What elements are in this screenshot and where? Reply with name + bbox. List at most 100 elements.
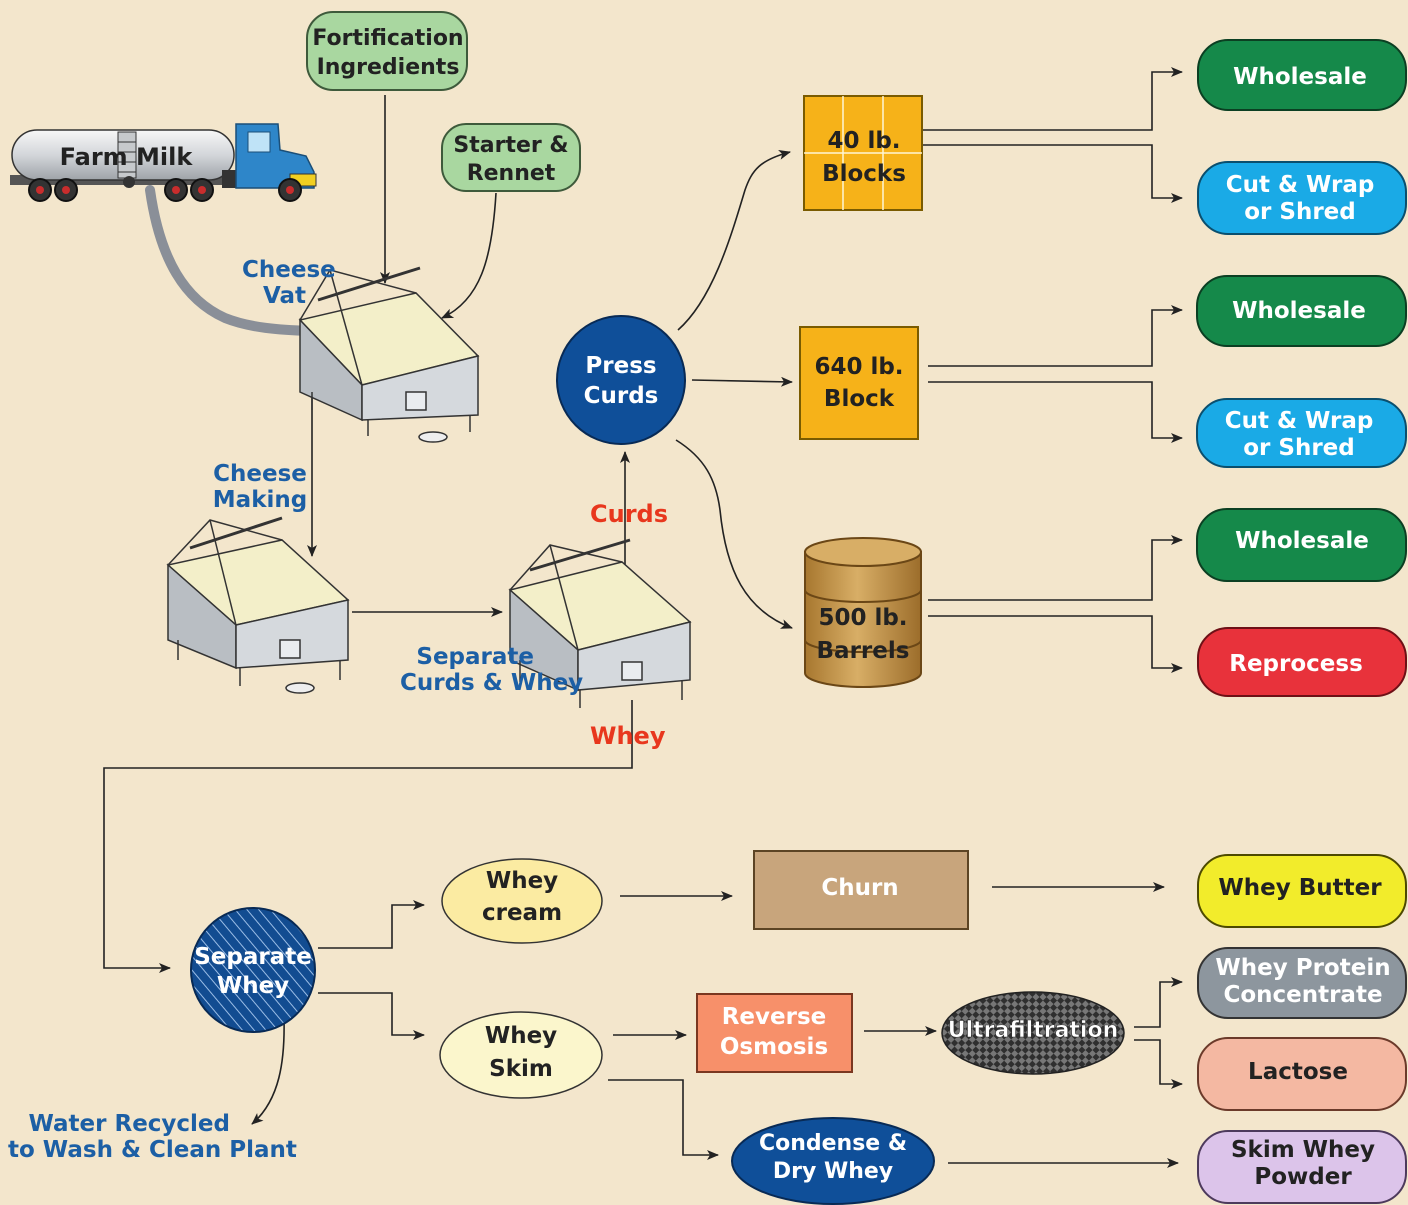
cut-wrap-1-line-1: Cut & Wrap <box>1226 172 1375 198</box>
water-recycled-label: Water Recycled to Wash & Clean Plant <box>8 1111 297 1164</box>
whey-skim-line-2: Skim <box>489 1056 553 1082</box>
cheese-vat-label-line-1: Cheese <box>242 257 336 283</box>
wholesale-2-node: Wholesale <box>1196 275 1407 347</box>
wpc-line-1: Whey Protein <box>1215 955 1390 981</box>
condense-line-1: Condense & <box>759 1131 907 1156</box>
curds-label: Curds <box>590 500 668 528</box>
cheese-making-vat-illustration <box>166 516 350 694</box>
whey-cream-line-1: Whey <box>486 868 558 894</box>
arrow-press-to-40lb <box>677 150 791 331</box>
reprocess-node: Reprocess <box>1197 627 1407 697</box>
arrow-whey-loop <box>103 700 633 973</box>
water-recycled-line-1: Water Recycled <box>28 1111 230 1137</box>
cut-wrap-2-node: Cut & Wrap or Shred <box>1196 398 1407 468</box>
cut-wrap-2-line-1: Cut & Wrap <box>1225 408 1374 434</box>
cheese-making-label: Cheese Making <box>210 461 310 514</box>
condense-dry-node: Condense & Dry Whey <box>731 1117 935 1205</box>
fortification-ingredients-box: Fortification Ingredients <box>306 11 468 91</box>
wholesale-2-label: Wholesale <box>1232 298 1366 324</box>
separate-curds-vat-illustration <box>508 538 692 708</box>
cheese-vat-label: Cheese Vat <box>242 257 336 310</box>
reverse-osmosis-node: Reverse Osmosis <box>696 993 853 1073</box>
hose <box>145 185 315 336</box>
wholesale-3-node: Wholesale <box>1196 508 1407 582</box>
whey-label: Whey <box>590 722 666 750</box>
cheese-vat-illustration <box>298 266 480 443</box>
separate-curds-line-2: Curds & Whey <box>400 670 584 697</box>
starter-rennet-box: Starter & Rennet <box>441 123 581 192</box>
ultrafiltration-label: Ultrafiltration <box>948 1018 1119 1043</box>
block-640lb-node: 640 lb. Block <box>799 326 919 440</box>
lactose-node: Lactose <box>1197 1037 1407 1111</box>
blocks-40lb-node: 40 lb. Blocks <box>803 95 923 211</box>
wpc-node: Whey Protein Concentrate <box>1197 947 1407 1019</box>
whey-skim-node: Whey Skim <box>439 1011 603 1099</box>
whey-butter-label: Whey Butter <box>1218 875 1382 901</box>
separate-curds-line-1: Separate <box>416 644 534 670</box>
fortification-line-1: Fortification <box>312 26 463 51</box>
barrels-500lb-node: 500 lb. Barrels <box>804 537 922 688</box>
whey-butter-node: Whey Butter <box>1197 854 1407 928</box>
press-curds-line-1: Press <box>585 353 656 379</box>
wholesale-1-node: Wholesale <box>1197 39 1407 111</box>
fortification-line-2: Ingredients <box>317 55 460 80</box>
starter-line-1: Starter & <box>453 133 568 158</box>
reprocess-label: Reprocess <box>1229 651 1363 677</box>
press-curds-line-2: Curds <box>584 383 659 409</box>
wpc-line-2: Concentrate <box>1223 982 1382 1008</box>
connectors <box>103 67 1183 1168</box>
arrow-uf-to-wpc <box>1134 977 1183 1028</box>
press-curds-node: Press Curds <box>556 315 686 445</box>
block640-line-2: Block <box>824 386 895 412</box>
skim-whey-powder-line-1: Skim Whey <box>1231 1137 1375 1163</box>
cut-wrap-1-line-2: or Shred <box>1244 199 1356 225</box>
wholesale-1-label: Wholesale <box>1233 64 1367 90</box>
arrow-640lb-wholesale <box>928 305 1183 367</box>
cut-wrap-1-node: Cut & Wrap or Shred <box>1197 161 1407 235</box>
block640-line-1: 640 lb. <box>814 354 903 380</box>
separate-whey-node: Separate Whey <box>190 907 316 1033</box>
separate-whey-line-1: Separate <box>194 944 312 970</box>
arrow-640lb-cutwrap <box>928 381 1183 443</box>
cheese-making-label-line-1: Cheese <box>213 461 307 487</box>
arrow-press-to-640lb <box>691 376 793 387</box>
churn-label: Churn <box>821 875 898 901</box>
truck-label: Farm Milk <box>60 143 194 171</box>
ro-line-1: Reverse <box>722 1004 827 1030</box>
barrels-line-2: Barrels <box>817 638 910 664</box>
arrow-press-to-500lb <box>675 439 793 629</box>
arrow-500lb-reprocess <box>928 615 1183 673</box>
skim-whey-powder-line-2: Powder <box>1254 1164 1352 1190</box>
cut-wrap-2-line-2: or Shred <box>1243 435 1355 461</box>
water-recycled-line-2: to Wash & Clean Plant <box>8 1137 297 1164</box>
arrow-starter-to-vat <box>441 192 497 319</box>
barrels-line-1: 500 lb. <box>818 605 907 631</box>
blocks40-line-1: 40 lb. <box>827 128 900 154</box>
cheese-vat-label-line-2: Vat <box>262 283 306 310</box>
whey-skim-line-1: Whey <box>485 1023 557 1049</box>
arrow-40lb-wholesale <box>922 67 1183 131</box>
arrow-sepwhey-to-water <box>251 1017 285 1125</box>
blocks40-line-2: Blocks <box>822 161 906 187</box>
arrow-sepwhey-to-skim <box>318 992 425 1040</box>
arrow-500lb-wholesale <box>928 535 1183 601</box>
condense-line-2: Dry Whey <box>773 1159 893 1184</box>
ultrafiltration-node: Ultrafiltration <box>941 991 1125 1075</box>
arrow-40lb-cutwrap <box>922 144 1183 203</box>
whey-cream-node: Whey cream <box>441 858 603 944</box>
cheese-making-label-line-2: Making <box>212 487 308 514</box>
arrow-sepwhey-to-cream <box>318 900 425 949</box>
arrow-skim-to-condense <box>608 1079 719 1160</box>
milk-truck: Farm Milk <box>10 123 317 202</box>
starter-line-2: Rennet <box>467 161 556 186</box>
whey-cream-line-2: cream <box>482 900 562 926</box>
arrow-uf-to-lactose <box>1134 1039 1183 1089</box>
wholesale-3-label: Wholesale <box>1235 528 1369 554</box>
separate-curds-whey-label: Separate Curds & Whey <box>400 644 584 697</box>
ro-line-2: Osmosis <box>720 1034 828 1060</box>
skim-whey-powder-node: Skim Whey Powder <box>1197 1130 1407 1204</box>
lactose-label: Lactose <box>1248 1059 1348 1085</box>
churn-node: Churn <box>753 850 969 930</box>
